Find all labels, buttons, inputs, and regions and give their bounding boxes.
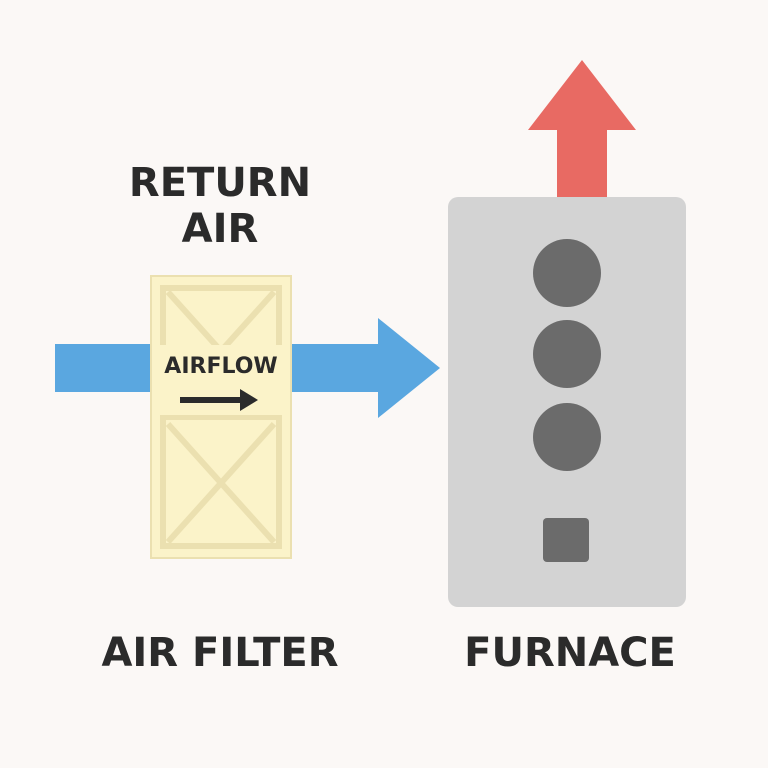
furnace: [448, 197, 686, 607]
furnace-burner-3: [533, 403, 601, 471]
furnace-control-square: [543, 518, 589, 562]
airflow-arrow-icon: [180, 389, 258, 411]
furnace-burner-1: [533, 239, 601, 307]
return-air-label-line2: AIR: [181, 206, 259, 252]
return-air-arrow-tail: [55, 344, 155, 392]
furnace-burner-2: [533, 320, 601, 388]
airflow-label: AIRFLOW: [164, 354, 278, 379]
furnace-label: FURNACE: [464, 630, 676, 676]
return-air-label-line1: RETURN: [128, 160, 312, 206]
return-air-arrow-icon: [290, 318, 440, 418]
air-filter-label: AIR FILTER: [101, 630, 339, 676]
air-filter: [150, 275, 292, 559]
hot-air-up-arrow-icon: [528, 60, 636, 198]
